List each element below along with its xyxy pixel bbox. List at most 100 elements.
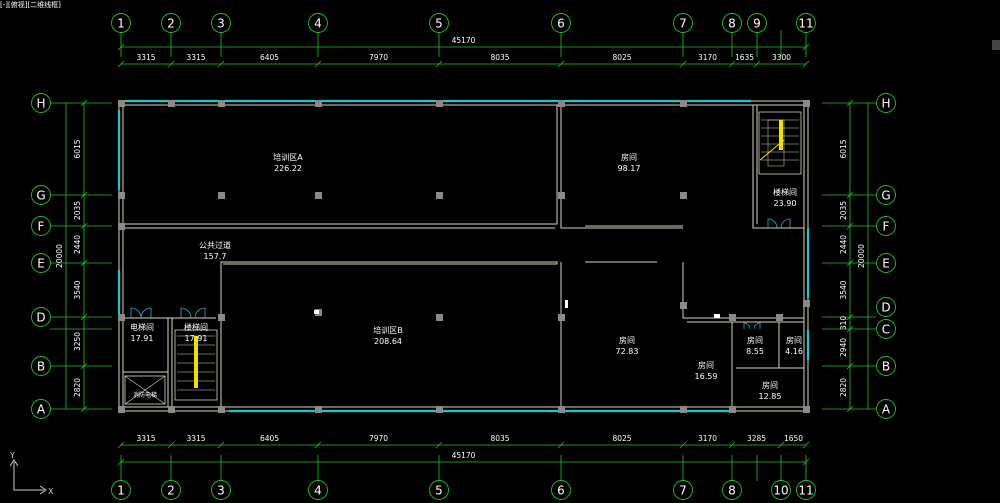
equipment-marker [314, 310, 319, 314]
dimension-label: 3250 [73, 332, 82, 351]
axis-bubble [308, 480, 328, 500]
axis-bubble-label: 4 [314, 17, 322, 31]
stair-east-outline [758, 111, 802, 175]
dimension-label: 8035 [490, 434, 509, 443]
dimension-tick [846, 259, 854, 267]
room-area: 8.55 [746, 347, 764, 356]
axis-bubble [31, 93, 51, 113]
axis-bubble-label: D [36, 311, 45, 325]
axis-bubble [876, 356, 896, 376]
axis-bubble-label: 8 [728, 484, 736, 498]
column [729, 314, 736, 321]
dimension-tick [846, 362, 854, 370]
dimension-tick [80, 191, 88, 199]
room-name: 公共过道 [199, 240, 231, 250]
wall-room-b [220, 261, 558, 407]
column [558, 100, 565, 107]
wall-room-98 [560, 105, 683, 229]
axis-bubble-label: 4 [314, 484, 322, 498]
column [315, 406, 322, 413]
axis-bubble [876, 185, 896, 205]
axis-bubble-label: 11 [798, 484, 813, 498]
door-swing [743, 322, 751, 330]
elevator-shaft [124, 375, 166, 405]
dimension-total-label: 45170 [452, 451, 476, 460]
room-name: 楼梯间 [184, 322, 208, 332]
room-name: 房间 [621, 152, 637, 162]
ucs-x-label: X [48, 487, 54, 496]
axis-bubble [31, 253, 51, 273]
axis-bubble [876, 399, 896, 419]
ucs-icon: YX [9, 451, 54, 496]
room-area: 4.16 [785, 347, 803, 356]
room-area: 16.59 [695, 372, 718, 381]
dimension-label: 7970 [369, 434, 388, 443]
elevator-cross [124, 375, 166, 405]
dimension-tick [80, 222, 88, 230]
room-area: 208.64 [374, 337, 402, 346]
dimension-label: 3315 [136, 53, 155, 62]
axis-bubble [876, 253, 896, 273]
dimension-tick [435, 60, 443, 68]
dimension-label: 8025 [612, 434, 631, 443]
dimension-tick [802, 60, 810, 68]
dimension-tick [80, 313, 88, 321]
elevator-label: 消防电梯 [133, 391, 157, 399]
dimension-tick [80, 405, 88, 413]
column [436, 314, 443, 321]
door-swing [194, 307, 206, 319]
dimension-tick [557, 441, 565, 449]
axis-bubble-label: B [882, 360, 890, 374]
doors [130, 218, 791, 330]
equipment-marker [714, 314, 720, 318]
dimension-tick [728, 441, 736, 449]
axis-bubble-label: 7 [679, 484, 687, 498]
room-name: 房间 [786, 335, 802, 345]
dimension-tick [846, 99, 854, 107]
dimension-label: 1650 [784, 434, 803, 443]
axis-bubble-label: F [883, 220, 890, 234]
wall-room-a [123, 105, 558, 225]
axis-bubble-label: 6 [557, 17, 565, 31]
ucs-y-label: Y [9, 451, 15, 460]
axis-bubble-label: 8 [728, 17, 736, 31]
column [118, 314, 125, 321]
dimension-label: 3540 [73, 280, 82, 299]
dimension-tick [846, 222, 854, 230]
axis-bubble-label: A [37, 403, 46, 417]
dimension-label: 2940 [839, 338, 848, 357]
dimension-label: 8025 [612, 53, 631, 62]
column [680, 100, 687, 107]
dimension-tick [679, 60, 687, 68]
dimension-label: 1635 [735, 53, 754, 62]
column [218, 192, 225, 199]
axis-bubble [111, 480, 131, 500]
room-name: 培训区A [273, 152, 303, 162]
room-name: 房间 [619, 335, 635, 345]
axis-bubble-label: 6 [557, 484, 565, 498]
column [680, 192, 687, 199]
dimension-label: 3285 [747, 434, 766, 443]
stairs-elevator [124, 111, 802, 405]
dimension-label: 2820 [73, 378, 82, 397]
side-toolbar-tab[interactable] [992, 40, 1000, 50]
column [315, 192, 322, 199]
axis-bubble-label: 2 [167, 484, 175, 498]
axis-bubble-label: G [36, 189, 45, 203]
axis-bubble [876, 319, 896, 339]
axis-bubble [551, 480, 571, 500]
dimension-tick [80, 259, 88, 267]
axis-bubble [161, 13, 181, 33]
viewport-tab[interactable]: [-][俯视][二维线框] [0, 1, 61, 9]
dimension-tick [217, 441, 225, 449]
room-area: 157.7 [204, 252, 227, 261]
column [315, 100, 322, 107]
room-area: 17.91 [131, 334, 154, 343]
room-name: 房间 [762, 380, 778, 390]
column [776, 314, 783, 321]
axis-bubble [722, 13, 742, 33]
dimension-label: 7970 [369, 53, 388, 62]
axis-bubble-label: A [882, 403, 891, 417]
